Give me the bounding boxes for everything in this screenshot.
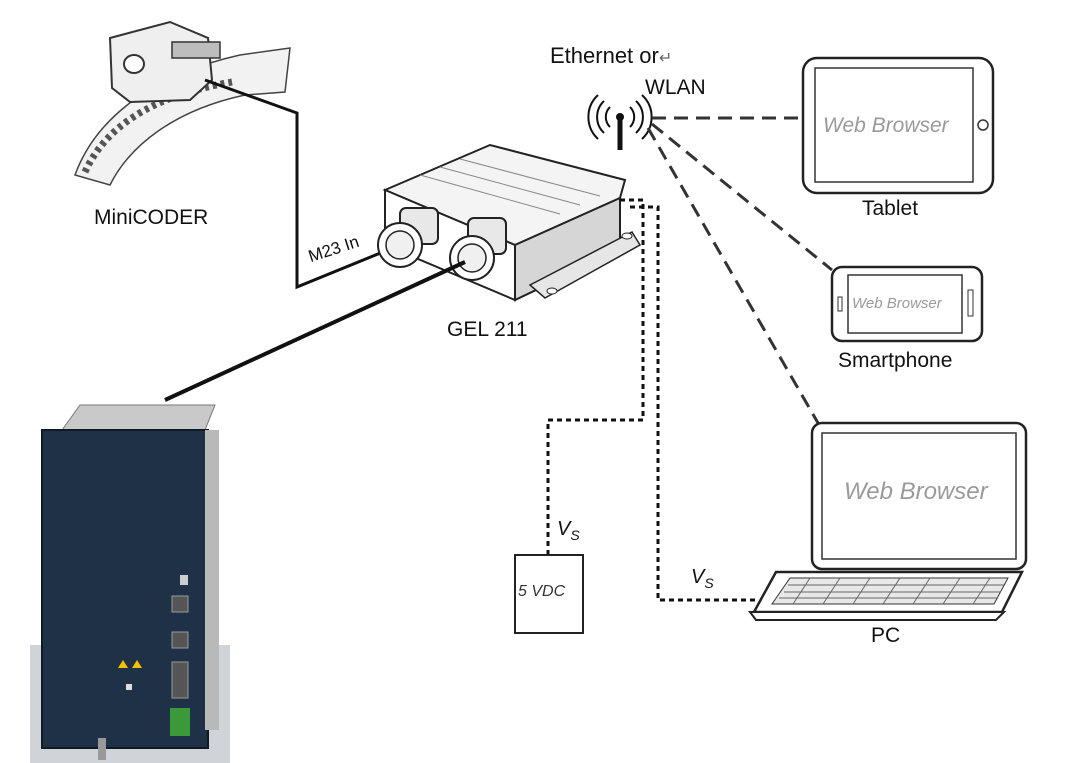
laptop-image	[748, 421, 1028, 621]
minicoder-cable	[204, 78, 401, 290]
pc-screen-text: Web Browser	[844, 478, 988, 505]
supply-wire-pc	[630, 205, 755, 602]
vs-symbol: V	[557, 518, 571, 540]
smartphone-screen-text: Web Browser	[852, 295, 942, 312]
wlan-link-smartphone	[651, 122, 833, 272]
wlan-link-pc	[646, 127, 820, 424]
ethernet-text: Ethernet or	[550, 43, 659, 68]
vs-subscript: S	[704, 575, 714, 591]
drive-unit-image	[30, 404, 230, 763]
tablet-screen-text: Web Browser	[823, 114, 949, 137]
vs-label-psu: VS	[557, 518, 580, 543]
wlan-label: WLAN	[645, 76, 706, 99]
tablet-label: Tablet	[862, 197, 919, 220]
vs-label-pc: VS	[691, 566, 714, 591]
vs-symbol: V	[691, 566, 705, 588]
vs-subscript: S	[570, 527, 580, 543]
minicoder-label: MiniCODER	[94, 206, 209, 229]
tablet-image	[801, 56, 995, 195]
smartphone-label: Smartphone	[838, 349, 953, 372]
power-supply-label: 5 VDC	[518, 583, 566, 600]
paragraph-mark-icon: ↵	[658, 50, 673, 67]
ethernet-label: Ethernet or↵	[550, 43, 672, 69]
antenna-icon	[587, 94, 653, 150]
smartphone-image	[830, 265, 984, 343]
supply-wire-psu	[546, 198, 645, 555]
pc-label: PC	[871, 624, 901, 647]
drive-cable	[164, 260, 466, 402]
minicoder-image	[74, 20, 291, 186]
gel211-device-image	[377, 143, 642, 302]
gel211-label: GEL 211	[447, 318, 528, 341]
power-supply-box	[514, 554, 584, 634]
